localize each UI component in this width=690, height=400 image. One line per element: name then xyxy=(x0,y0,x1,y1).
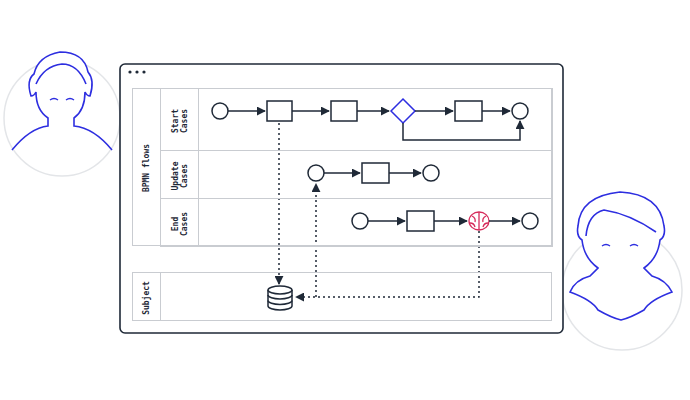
subject-band: Subject xyxy=(132,272,552,321)
label-holder: Start Cases xyxy=(171,103,189,139)
label-column: Subject xyxy=(133,273,161,320)
end-flow xyxy=(352,211,538,231)
label-column: Update Cases xyxy=(161,151,199,198)
swimlane: End Cases xyxy=(160,198,553,247)
person-right xyxy=(562,192,682,350)
label-holder: Subject xyxy=(142,276,151,319)
label-column: BPMN flows xyxy=(133,89,161,245)
start-flow xyxy=(212,99,528,140)
lane-label: Start Cases xyxy=(171,103,189,139)
update-flow xyxy=(308,163,439,183)
app-window xyxy=(120,64,563,333)
label-holder: BPMN flows xyxy=(142,93,151,243)
lane-label: BPMN flows xyxy=(142,93,151,243)
database-icon xyxy=(268,286,292,310)
swimlane: Update Cases xyxy=(160,150,553,199)
lane-label: Update Cases xyxy=(171,158,189,194)
label-column: End Cases xyxy=(161,199,199,246)
label-holder: Update Cases xyxy=(171,158,189,194)
label-holder: End Cases xyxy=(171,206,189,242)
lane-label: End Cases xyxy=(171,206,189,242)
flow-band: BPMN flows Start CasesUpdate CasesEnd Cas… xyxy=(132,88,552,246)
swimlane: Start Cases xyxy=(160,88,553,151)
person-left xyxy=(4,52,120,176)
lane-label: Subject xyxy=(142,276,151,319)
label-column: Start Cases xyxy=(161,89,199,150)
